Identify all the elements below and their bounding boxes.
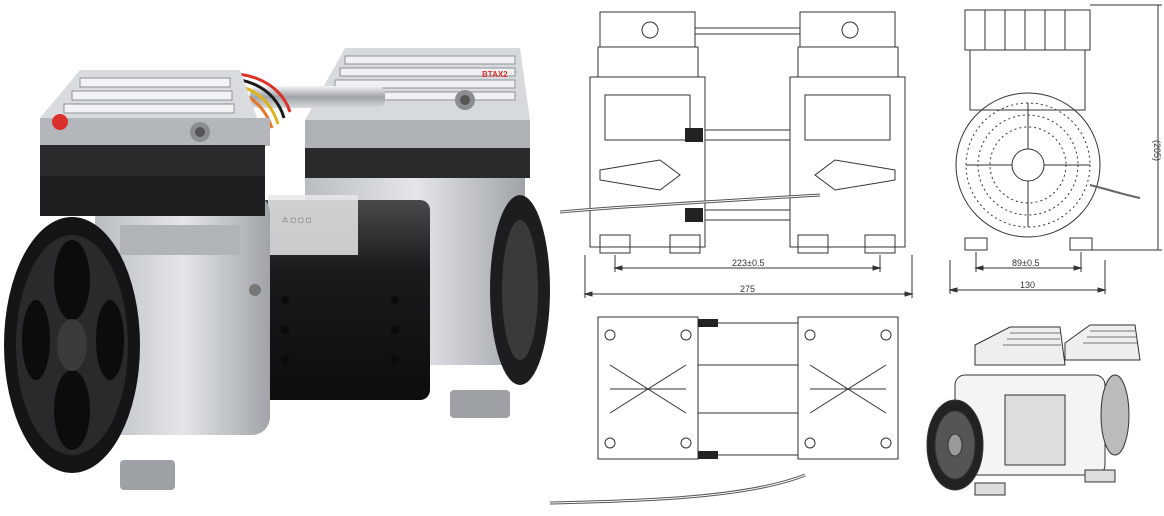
rear-foot — [450, 390, 510, 418]
right-pump-head — [789, 11, 906, 254]
connecting-tube — [250, 86, 385, 108]
dim-width: 130 — [1020, 280, 1035, 290]
fan-cover — [4, 217, 140, 473]
front-cylinder-head — [40, 70, 270, 216]
top-power-cable — [549, 473, 806, 505]
front-foot — [120, 460, 175, 490]
dim-mount-spacing: 223±0.5 — [732, 258, 764, 268]
fan-grille-circle — [955, 92, 1101, 238]
left-pump-head — [589, 11, 706, 254]
dim-total-length: 275 — [740, 284, 755, 294]
side-head — [964, 9, 1091, 111]
product-photo: BTAX2 ⚠ ◻ ◻ ◻ — [0, 0, 560, 511]
brand-mark: BTAX2 — [482, 70, 508, 79]
iso-fan-cover — [926, 399, 984, 491]
dim-height: (205) — [1152, 140, 1162, 161]
svg-text:⚠ ◻ ◻ ◻: ⚠ ◻ ◻ ◻ — [282, 216, 312, 224]
rear-cylinder-head — [305, 48, 530, 178]
top-right-head — [797, 316, 899, 460]
dim-side-mount-spacing: 89±0.5 — [1012, 258, 1039, 268]
isometric-drawing — [915, 305, 1164, 511]
top-view-drawing — [549, 305, 940, 511]
side-view-drawing: (205) 89±0.5 130 — [940, 0, 1164, 305]
top-left-head — [597, 316, 699, 460]
valve-port-red — [52, 114, 68, 130]
front-view-drawing: 223±0.5 275 — [559, 0, 940, 305]
